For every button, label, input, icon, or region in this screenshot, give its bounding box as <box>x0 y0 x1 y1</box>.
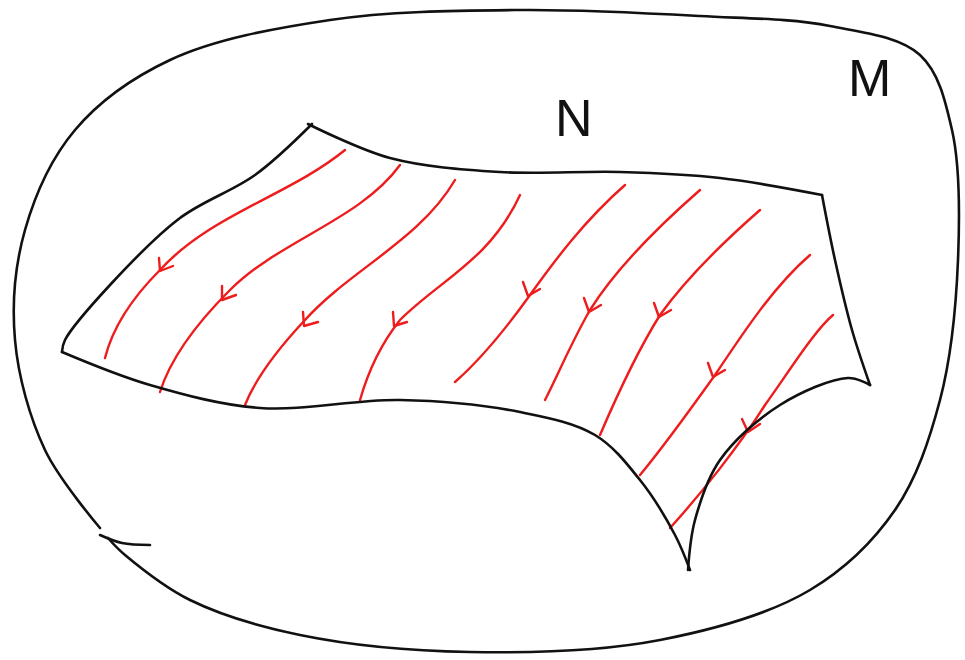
flow-arrowhead <box>708 363 725 377</box>
flow-curve <box>245 180 455 405</box>
outline-stroke <box>822 195 870 385</box>
outline-stroke <box>62 352 690 570</box>
flow-arrowhead <box>584 298 601 312</box>
flow-arrowhead <box>654 303 671 317</box>
outline-stroke <box>62 124 312 352</box>
outline-stroke <box>688 378 870 570</box>
outline <box>55 88 880 578</box>
flow-curve <box>160 165 400 392</box>
flow-arrowhead <box>393 312 407 326</box>
flow-arrowhead <box>523 282 540 296</box>
flow-arrowhead <box>159 258 173 271</box>
flow-curve <box>640 255 810 475</box>
submanifold-patch: N <box>55 88 880 578</box>
outline-stroke <box>100 535 150 545</box>
flow-arrowhead <box>222 286 236 300</box>
flow-curve <box>670 315 833 528</box>
region-label: N <box>555 92 593 144</box>
region-label: M <box>848 52 891 104</box>
flow-curve <box>455 185 625 382</box>
flow-arrowhead <box>303 312 318 326</box>
flow-curve <box>600 210 760 435</box>
flow-curve <box>360 195 520 400</box>
outline-stroke <box>14 10 959 652</box>
